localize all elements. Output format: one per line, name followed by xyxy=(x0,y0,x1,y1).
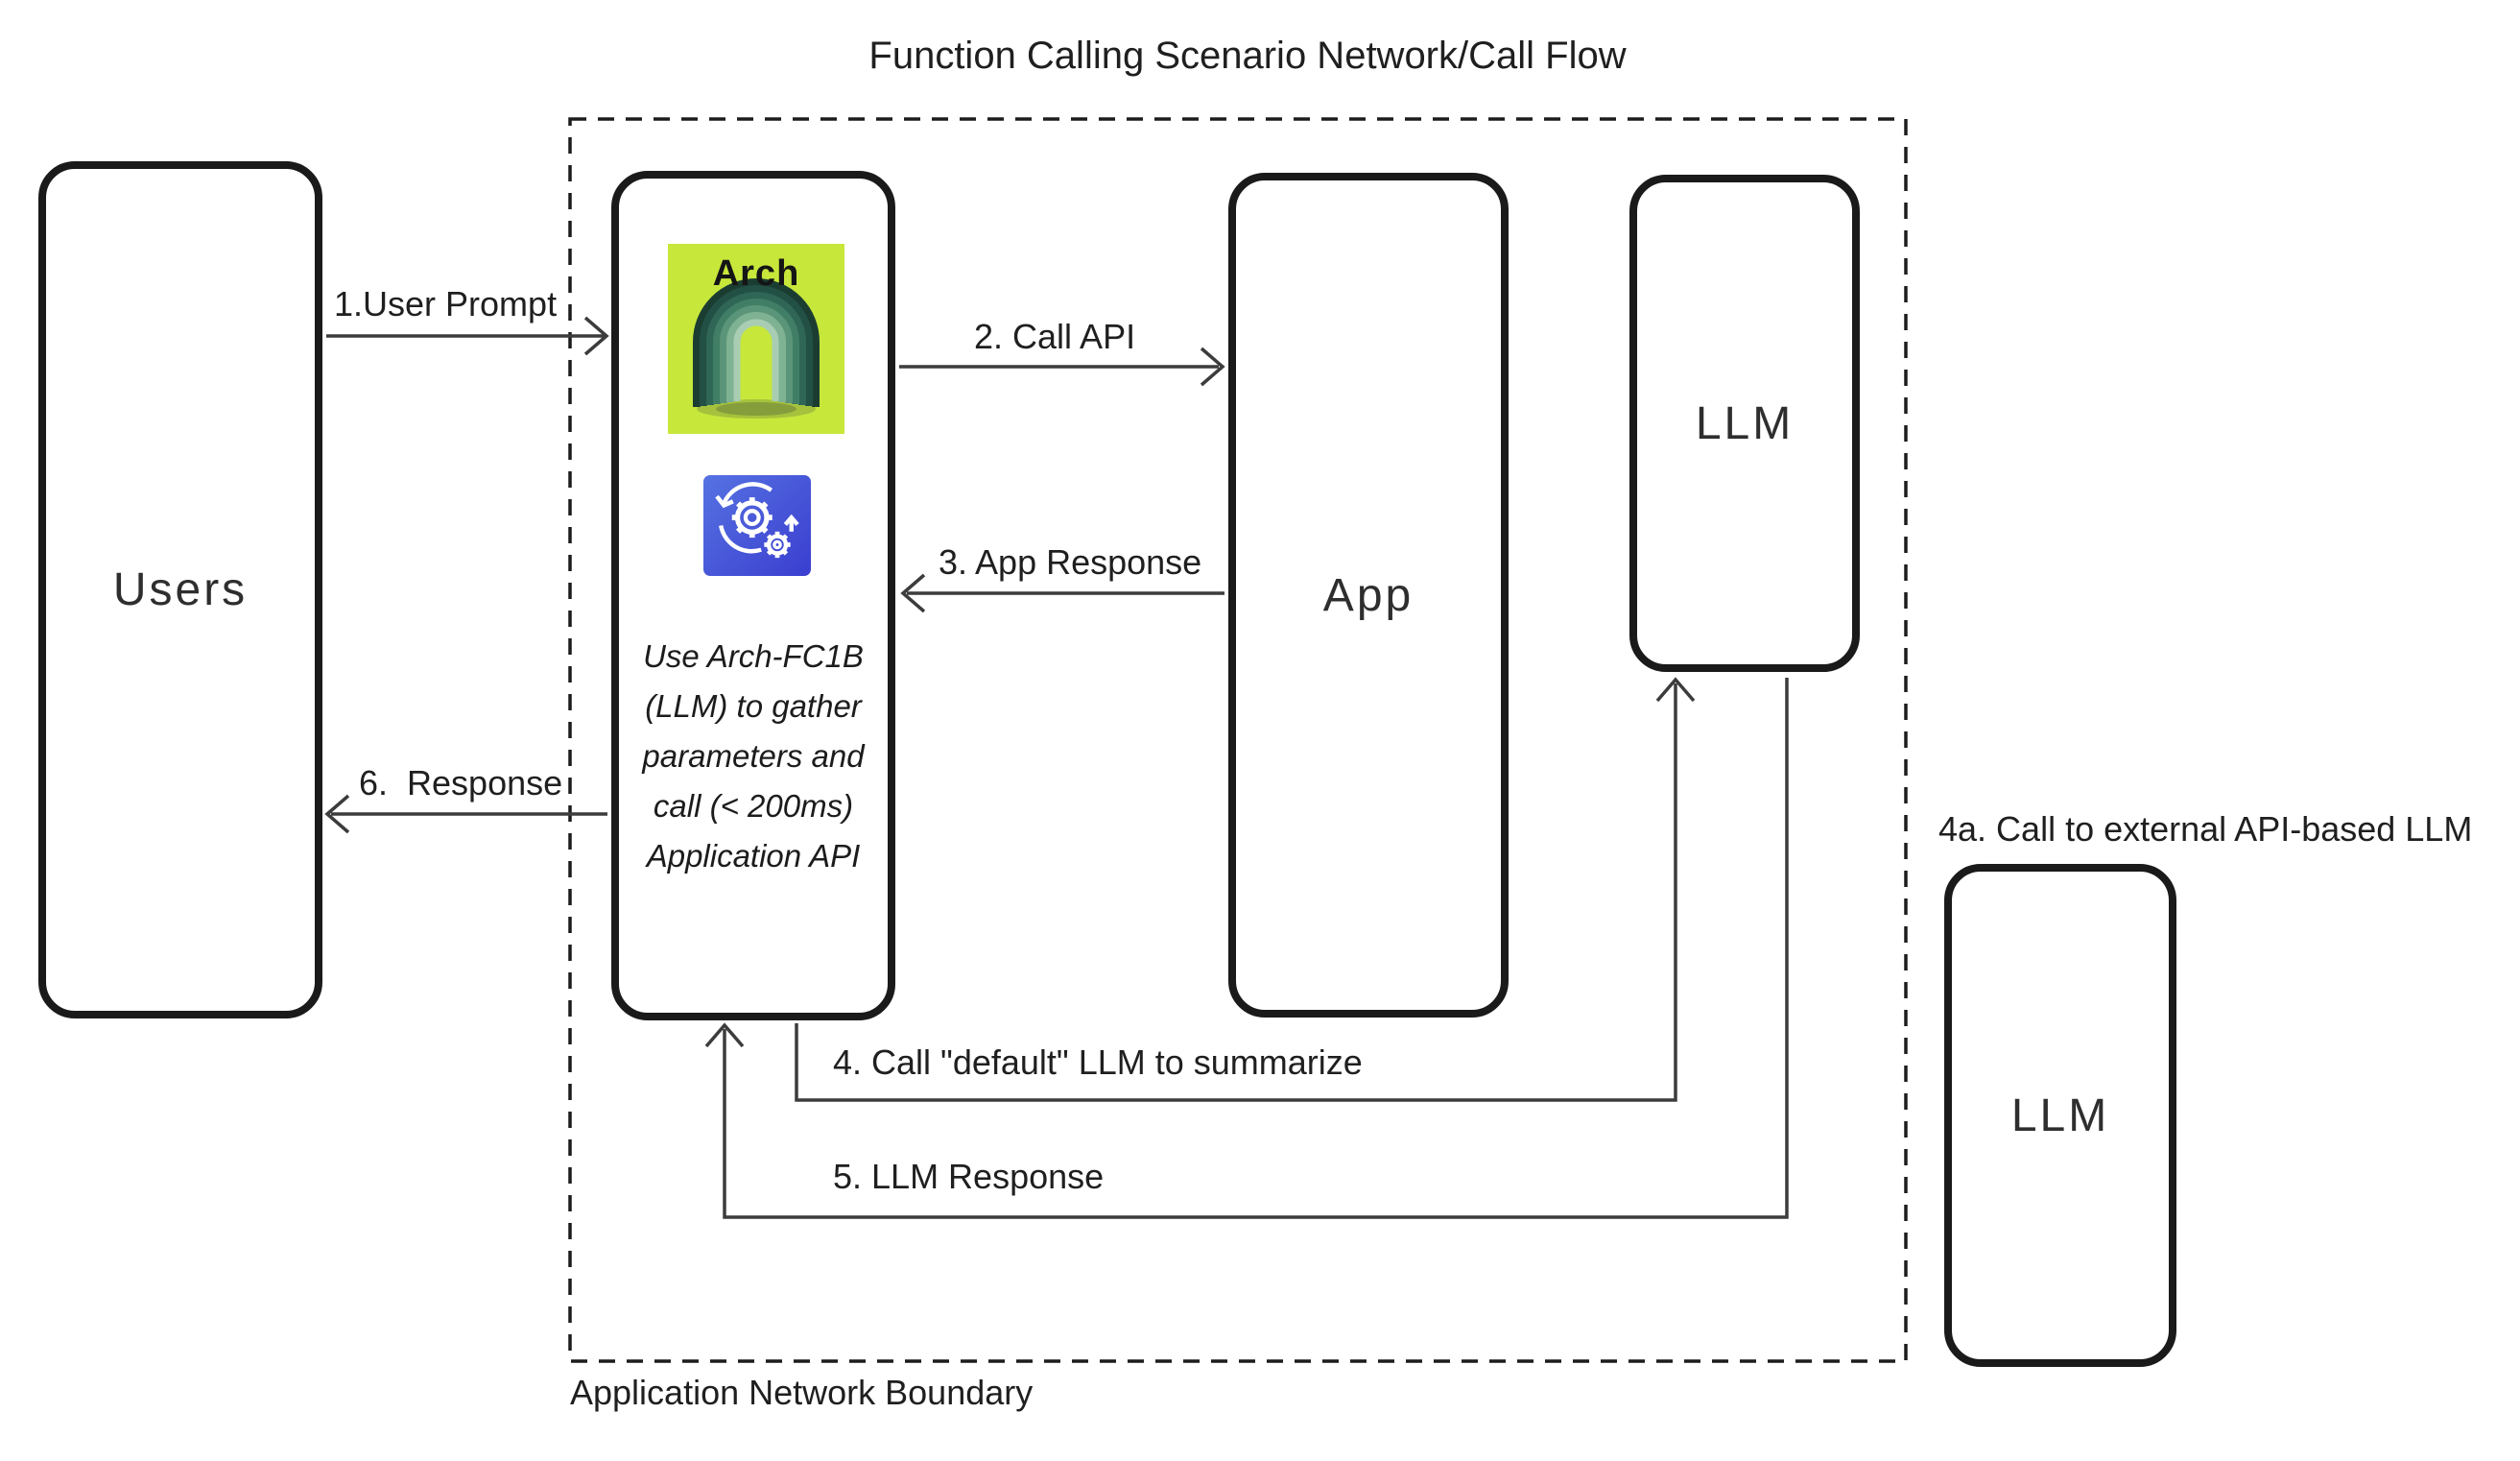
edge-label-external-llm-call: 4a. Call to external API-based LLM xyxy=(1938,809,2473,849)
users-label: Users xyxy=(112,564,249,615)
edge-label-response: 6. Response xyxy=(359,763,563,802)
app-label: App xyxy=(1322,569,1415,621)
edge-label-call-default-llm: 4. Call "default" LLM to summarize xyxy=(833,1042,1363,1082)
process-automation-gear-icon xyxy=(703,475,811,576)
arch-logo-wordmark: Arch xyxy=(712,253,800,294)
edge-label-user-prompt: 1.User Prompt xyxy=(334,284,558,323)
gear-icon-art xyxy=(715,482,799,559)
application-network-boundary-label: Application Network Boundary xyxy=(570,1373,1034,1412)
arch-logo: Arch xyxy=(668,244,844,434)
node-users: Users xyxy=(38,161,322,1018)
arch-note: Use Arch-FC1B (LLM) to gather parameters… xyxy=(642,638,865,874)
diagram-title: Function Calling Scenario Network/Call F… xyxy=(868,35,1627,77)
node-llm-external: LLM xyxy=(1944,864,2176,1367)
arch-logo-art-icon xyxy=(693,278,820,419)
node-llm-default: LLM xyxy=(1629,175,1860,672)
edge-label-call-api: 2. Call API xyxy=(974,317,1136,356)
edge-label-llm-response: 5. LLM Response xyxy=(833,1157,1105,1196)
llm-default-label: LLM xyxy=(1695,397,1795,449)
node-app: App xyxy=(1228,173,1509,1018)
edge-label-app-response: 3. App Response xyxy=(939,542,1202,582)
llm-external-label: LLM xyxy=(2010,1090,2110,1141)
